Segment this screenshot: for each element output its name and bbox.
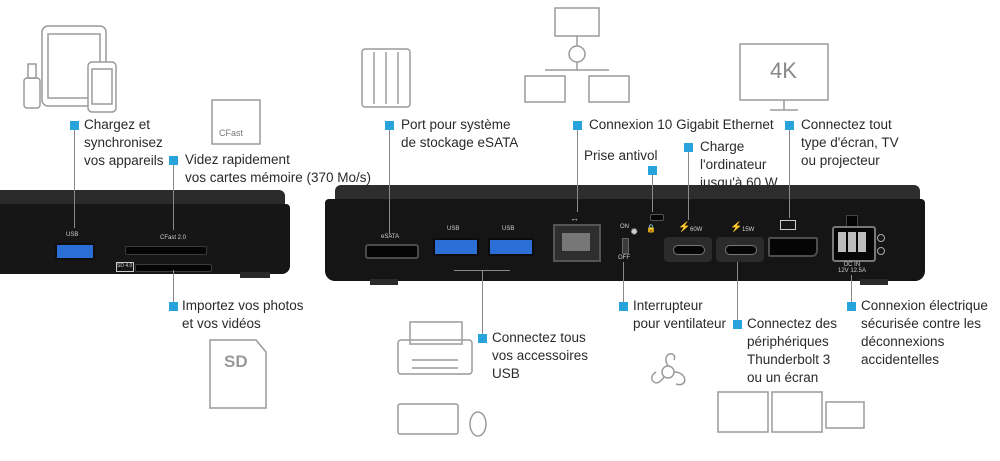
callout-line-power xyxy=(851,275,852,305)
fan-switch[interactable] xyxy=(622,238,629,254)
callout-line-charge60 xyxy=(688,148,689,220)
dock-front-top xyxy=(0,190,285,204)
sd-card-text: SD xyxy=(224,352,248,371)
callout-line-fan xyxy=(623,262,624,306)
esata-storage-icon xyxy=(361,48,411,108)
lock-icon: 🔒 xyxy=(646,224,656,233)
bullet-power xyxy=(847,302,856,311)
label-fan-switch: Interrupteur pour ventilateur xyxy=(633,298,727,331)
callout-line-charge xyxy=(74,128,75,228)
esata-port-label: eSATA xyxy=(381,234,400,240)
thunderbolt-60-icon: ⚡ xyxy=(678,222,691,233)
label-import: Importez vos photos et vos vidéos xyxy=(182,298,304,331)
keyboard-icon xyxy=(397,403,459,435)
bullet-cards xyxy=(169,156,178,165)
callout-line-cards xyxy=(173,160,174,230)
callout-line-import xyxy=(173,270,174,306)
thunderbolt-60-port-inner xyxy=(673,245,705,255)
bullet-charge xyxy=(70,121,79,130)
bullet-import xyxy=(169,302,178,311)
label-cards: Videz rapidement vos cartes mémoire (370… xyxy=(185,152,372,185)
cfast-slot[interactable] xyxy=(125,246,207,255)
callout-line-antivol xyxy=(652,170,653,212)
dock-rear-top xyxy=(335,185,920,201)
label-antivol: Prise antivol xyxy=(584,148,658,163)
dock-front-panel xyxy=(0,204,290,274)
monitor-4k-text: 4K xyxy=(770,58,797,83)
mouse-icon xyxy=(469,411,487,437)
bullet-usb xyxy=(478,334,487,343)
printer-icon xyxy=(397,321,473,375)
label-charge60: Charge l'ordinateur jusqu'à 60 W xyxy=(700,139,778,190)
displayport-port[interactable] xyxy=(768,237,818,257)
bullet-charge60 xyxy=(684,143,693,152)
bullet-ethernet xyxy=(573,121,582,130)
fan-icon-small: ✹ xyxy=(630,227,639,238)
callout-line-usb xyxy=(482,270,483,338)
cfast-card-text: CFast xyxy=(219,128,244,138)
label-power: Connexion électrique sécurisée contre le… xyxy=(861,298,988,367)
ethernet-port-inner xyxy=(562,233,590,251)
bullet-antivol xyxy=(648,166,657,175)
label-esata: Port pour système de stockage eSATA xyxy=(401,117,519,150)
cfast-card-icon xyxy=(211,99,261,145)
esata-port[interactable] xyxy=(365,244,419,259)
callout-line-thunderbolt xyxy=(737,262,738,324)
network-icon xyxy=(524,7,630,103)
usb2-port-label: USB xyxy=(502,226,515,232)
fan-switch-on-label: ON xyxy=(620,224,629,230)
thunderbolt-15-icon: ⚡ xyxy=(730,222,743,233)
ground-icon xyxy=(877,234,885,242)
tb60-label: 60W xyxy=(690,227,703,233)
phone-icon xyxy=(87,61,117,113)
sd-slot-label: SD 4.0 xyxy=(117,263,133,269)
dock-rear-foot-left xyxy=(370,279,398,285)
sd-card-icon xyxy=(209,339,267,409)
ground-icon-2 xyxy=(877,247,885,255)
bullet-display xyxy=(785,121,794,130)
callout-line-ethernet xyxy=(577,128,578,212)
label-display: Connectez tout type d'écran, TV ou proje… xyxy=(801,117,899,168)
dc-in-pins xyxy=(838,232,866,252)
tb15-label: 15W xyxy=(742,227,755,233)
cfast-slot-label: CFast 2.0 xyxy=(160,235,187,241)
usb-stick-icon xyxy=(23,77,41,109)
callout-line-display xyxy=(789,128,790,218)
sd-slot-badge xyxy=(116,262,134,272)
bullet-fan xyxy=(619,302,628,311)
label-charge: Chargez et synchronisez vos appareils xyxy=(84,117,164,168)
dc-in-label: DC IN 12V 12.5A xyxy=(838,262,867,274)
ethernet-icon: ↔ xyxy=(570,213,579,223)
dock-front-foot xyxy=(240,272,270,278)
antivol-slot[interactable] xyxy=(650,214,664,221)
thunderbolt-storage-icon xyxy=(717,391,865,433)
thunderbolt-15-port-inner xyxy=(725,245,757,255)
callout-line-esata xyxy=(389,128,390,234)
label-thunderbolt: Connectez des périphériques Thunderbolt … xyxy=(747,316,838,385)
displayport-icon xyxy=(780,220,796,230)
usb1-port[interactable] xyxy=(433,238,479,256)
dock-rear-foot-right xyxy=(860,279,888,285)
front-usb-label: USB xyxy=(66,232,79,238)
fan-switch-off-label: OFF xyxy=(618,255,630,261)
usb2-port[interactable] xyxy=(488,238,534,256)
bullet-thunderbolt xyxy=(733,320,742,329)
usb1-port-label: USB xyxy=(447,226,460,232)
front-usb-port[interactable] xyxy=(55,243,95,260)
label-ethernet: Connexion 10 Gigabit Ethernet xyxy=(589,117,774,132)
bullet-esata xyxy=(385,121,394,130)
fan-icon xyxy=(651,353,686,386)
label-usb-accessories: Connectez tous vos accessoires USB xyxy=(492,330,589,381)
